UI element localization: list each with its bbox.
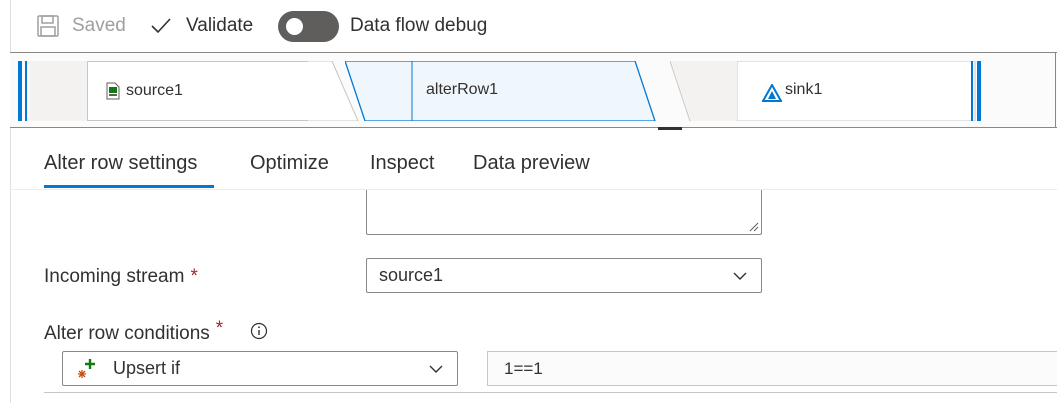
tab-alter-row-settings[interactable]: Alter row settings [44,152,214,188]
saved-label: Saved [72,15,126,36]
node-label: alterRow1 [426,81,499,98]
incoming-stream-label: Incoming stream* [44,266,198,288]
debug-label: Data flow debug [350,15,488,36]
canvas-right-border [1055,53,1056,127]
condition-expression-input[interactable]: 1==1 [487,351,1057,386]
alter-row-conditions-label: Alter row conditions* [44,318,223,345]
panel-left-border [10,0,11,403]
row-divider [44,392,1057,393]
tab-label: Data preview [473,152,590,174]
select-value: source1 [379,265,444,285]
description-textarea[interactable] [366,190,762,235]
expression-value: 1==1 [504,358,543,378]
node-body: source1 [87,61,309,121]
tab-label: Alter row settings [44,152,198,174]
tab-optimize[interactable]: Optimize [250,152,329,188]
info-icon[interactable] [250,322,268,340]
csv-file-icon [106,82,120,100]
node-left-pad [30,61,87,121]
data-flow-canvas[interactable]: source1 alterRow1 [10,52,1057,130]
resize-handle[interactable] [658,127,682,130]
required-marker: * [215,318,224,339]
graph-node-alter-row[interactable]: alterRow1 [345,61,665,121]
strip-left-marker-inner [25,61,27,121]
label-text: Incoming stream [44,266,185,287]
graph-node-sink[interactable]: sink1 [670,61,980,121]
tab-data-preview[interactable]: Data preview [473,152,590,188]
label-text: Alter row conditions [44,323,210,344]
validate-button[interactable]: Validate [150,0,253,52]
sink-icon [762,84,782,102]
strip-left-marker [18,61,22,121]
toggle-knob [286,17,303,35]
node-label: source1 [126,82,183,99]
node-tail-shape [308,61,359,121]
settings-tabs: Alter row settings Optimize Inspect Data… [10,128,1057,190]
resize-grip-icon [749,222,759,232]
tab-inspect[interactable]: Inspect [370,152,434,188]
chevron-down-icon [429,365,443,373]
strip-right-marker [977,61,981,121]
save-icon [37,15,59,37]
required-marker: * [190,266,198,287]
strip-right-marker-inner [971,61,973,121]
tab-label: Optimize [250,152,329,174]
saved-button[interactable]: Saved [36,0,126,52]
node-shape [670,61,976,121]
node-label: sink1 [785,81,823,98]
tab-label: Inspect [370,152,435,174]
chevron-down-icon [733,272,747,280]
toolbar: Saved Validate Data flow debug [0,0,1057,52]
condition-type-select[interactable]: Upsert if [62,351,458,386]
graph-node-source[interactable]: source1 [30,61,360,121]
select-value: Upsert if [113,358,181,378]
checkmark-icon [151,18,171,34]
data-flow-debug: Data flow debug [278,0,487,52]
node-shape-selected [345,61,656,121]
debug-toggle[interactable] [278,10,339,42]
upsert-icon [78,358,95,378]
validate-label: Validate [186,15,254,36]
incoming-stream-select[interactable]: source1 [366,258,762,293]
